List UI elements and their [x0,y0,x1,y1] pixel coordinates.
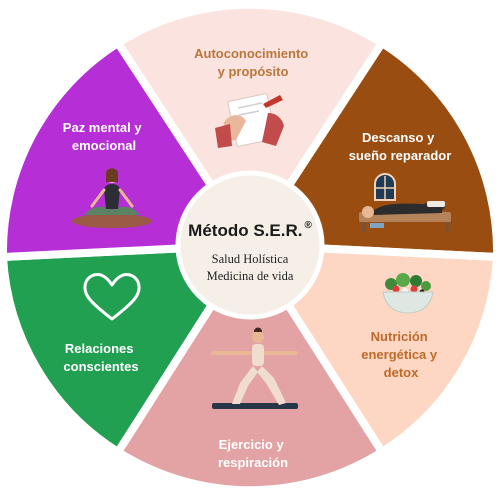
segment-ejercicio [112,237,388,495]
segment-label-paz-mental: Paz mental y emocional [63,120,145,153]
segment-relaciones [0,240,258,458]
segment-nutricion [242,240,500,458]
writing-hand-icon [215,93,284,148]
segment-label-ejercicio: Ejercicio y respiración [218,437,288,470]
center-subtitle-2: Medicina de vida [207,269,294,283]
segment-label-descanso: Descanso y sueño reparador [349,130,452,163]
center-circle [175,170,325,320]
salad-bowl-icon [382,273,434,314]
center-title: Método S.E.R.® [188,220,312,240]
segment-label-relaciones: Relaciones conscientes [63,341,138,374]
segment-label-autoconocimiento: Autoconocimiento y propósito [194,46,312,79]
heart-icon [83,273,141,321]
center-subtitle-1: Salud Holística [212,252,289,266]
sleeping-person-icon [359,173,451,232]
meditation-icon [72,168,152,228]
segment-label-nutricion: Nutrición energética y detox [361,329,441,380]
yoga-pose-icon [211,327,298,409]
